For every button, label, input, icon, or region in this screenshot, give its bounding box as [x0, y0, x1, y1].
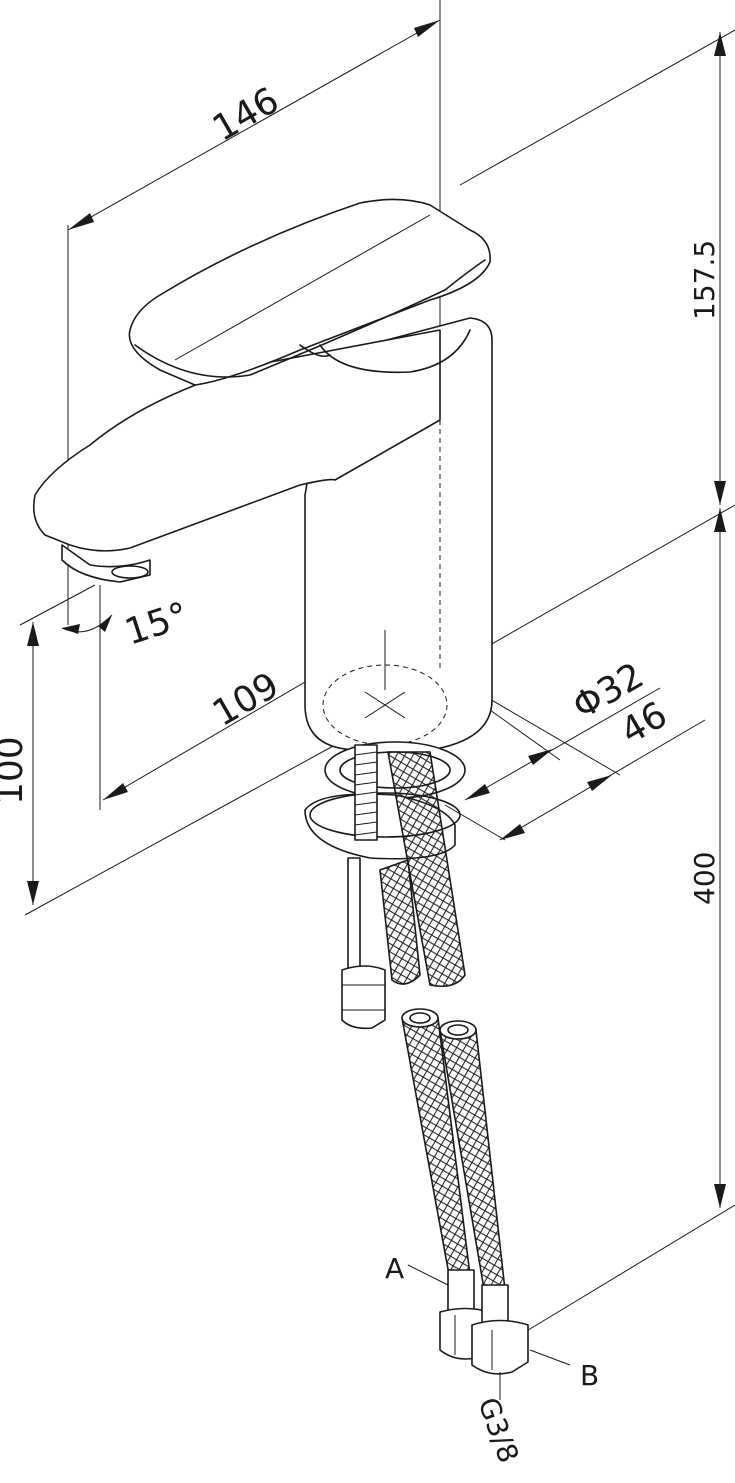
dimension-15-deg: 15° — [61, 595, 193, 654]
threaded-stud — [341, 744, 386, 1030]
dimension-157-5: 157.5 — [688, 32, 726, 505]
braided-hoses-upper — [379, 751, 466, 988]
hose-connectors — [439, 1269, 529, 1375]
braided-hoses-lower — [401, 1008, 506, 1296]
label-thread: G3/8 — [471, 1393, 525, 1467]
dim-146-text: 146 — [206, 80, 286, 150]
dim-157-5-text: 157.5 — [688, 240, 721, 320]
dim-15-deg-text: 15° — [120, 595, 193, 654]
dimension-100: 100 — [0, 622, 39, 905]
dim-100-text: 100 — [0, 736, 31, 805]
dimension-400: 400 — [688, 508, 726, 1208]
faucet-body — [32, 198, 493, 751]
label-a: A — [385, 1252, 404, 1285]
dimension-146: 146 — [67, 19, 441, 231]
dim-109-text: 109 — [206, 665, 286, 735]
label-b: B — [580, 1359, 599, 1392]
dim-400-text: 400 — [688, 852, 721, 905]
